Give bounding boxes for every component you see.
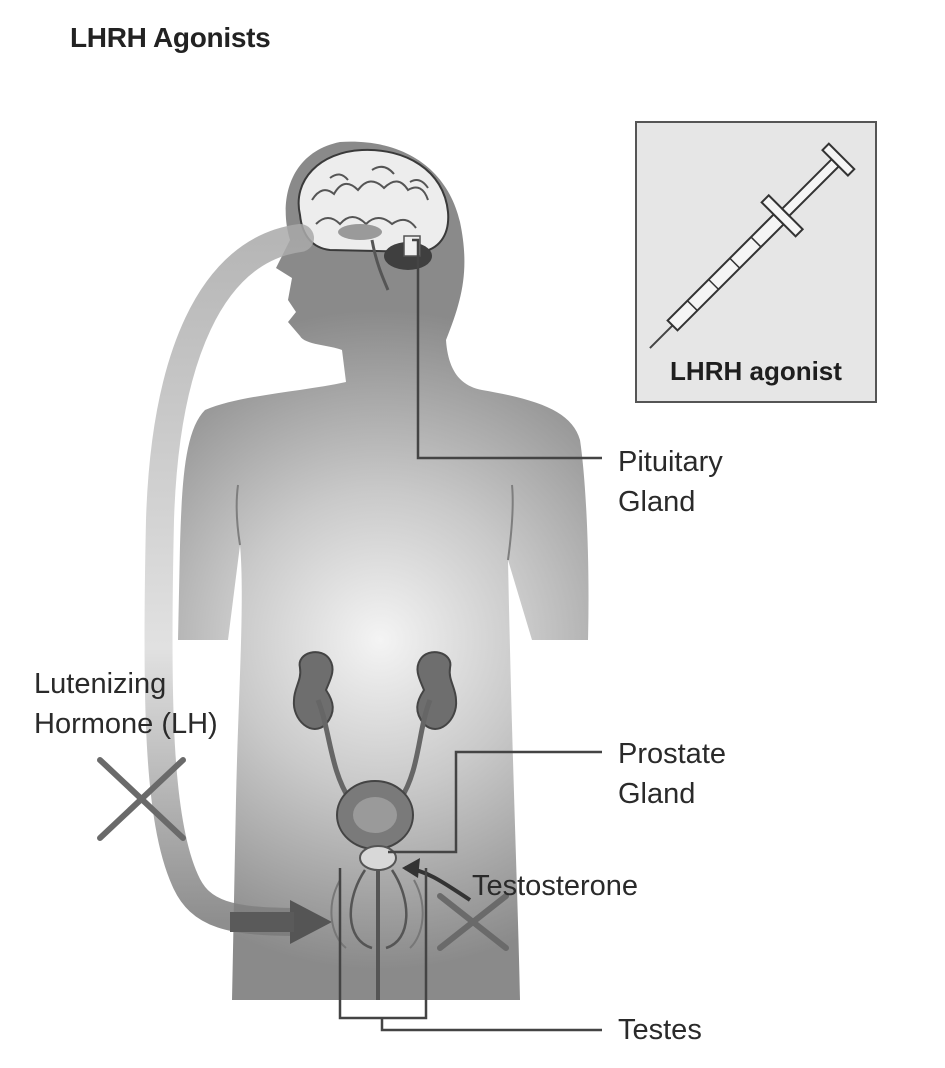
prostate-label-line1: Prostate <box>618 738 726 770</box>
testosterone-blocked-cross <box>437 893 509 951</box>
inset-panel <box>635 121 877 403</box>
lh-arrow-head <box>290 900 332 944</box>
body-silhouette <box>178 141 589 1000</box>
prostate-label-line2: Gland <box>618 778 696 810</box>
lh-label-line2: Hormone (LH) <box>34 708 218 740</box>
inset-label: LHRH agonist <box>670 356 842 386</box>
pituitary-label: Pituitary Gland <box>618 442 723 522</box>
lh-blocked-cross <box>97 757 186 841</box>
prostate-pointer <box>388 750 602 854</box>
testosterone-label: Testosterone <box>472 870 639 902</box>
kidneys <box>292 651 458 802</box>
diagram-title: LHRH Agonists <box>70 22 271 53</box>
testes-label: Testes <box>618 1014 702 1046</box>
prostate-label: Prostate Gland <box>618 734 726 814</box>
pituitary-pointer <box>412 238 602 460</box>
brain <box>297 148 450 291</box>
syringe-icon <box>649 142 856 349</box>
bladder-prostate <box>330 780 424 1000</box>
lh-label-line1: Lutenizing <box>34 668 167 700</box>
lh-pathway-arrow <box>144 224 314 936</box>
pituitary-label-line2: Gland <box>618 486 696 518</box>
pituitary-label-line1: Pituitary <box>618 446 723 478</box>
lh-label: Lutenizing Hormone (LH) <box>34 664 218 744</box>
pointer-lines <box>338 238 602 1032</box>
